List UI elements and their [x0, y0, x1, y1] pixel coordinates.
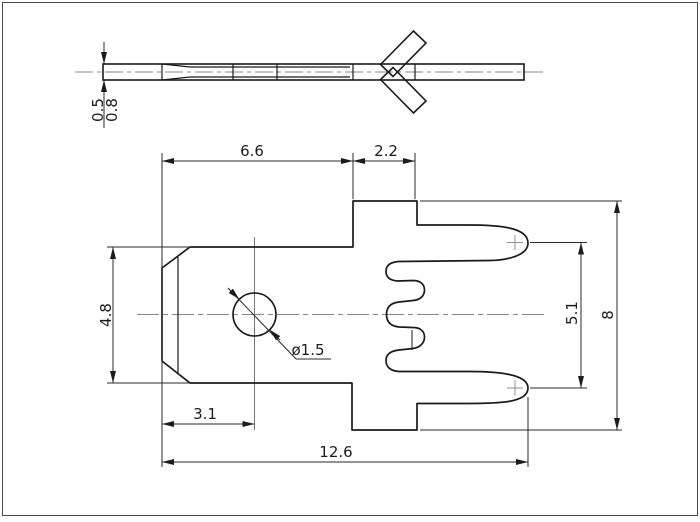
plan-view [137, 200, 545, 431]
dim-label-body-width: 6.6 [240, 142, 264, 160]
tip-center-marks [507, 235, 523, 396]
strip-outline [102, 63, 525, 81]
hole-leader-arrow-1 [228, 288, 240, 300]
terminal-outline [161, 200, 529, 431]
coined-tip-detail [161, 63, 350, 81]
dim-label-thickness-b: 0.8 [103, 98, 121, 122]
side-view [75, 29, 547, 115]
mounting-hole [232, 292, 277, 337]
dim-label-tab-width: 2.2 [374, 142, 398, 160]
hole-leader-line [227, 287, 297, 360]
dim-label-overall-length: 12.6 [319, 443, 352, 461]
dim-label-thickness-a: 0.5 [89, 98, 107, 122]
sheet-border [2, 2, 698, 516]
dimension-lines [107, 153, 622, 467]
hole-leader-arrow-2 [269, 329, 281, 341]
dim-label-overall-height: 8 [599, 310, 617, 320]
dim-label-body-height: 4.8 [97, 303, 115, 327]
dim-label-hole-diameter: ø1.5 [291, 341, 324, 359]
lower-wing [379, 66, 428, 115]
upper-wing [379, 29, 428, 78]
dim-label-prong-span: 5.1 [563, 301, 581, 325]
dim-label-hole-offset: 3.1 [193, 405, 217, 423]
